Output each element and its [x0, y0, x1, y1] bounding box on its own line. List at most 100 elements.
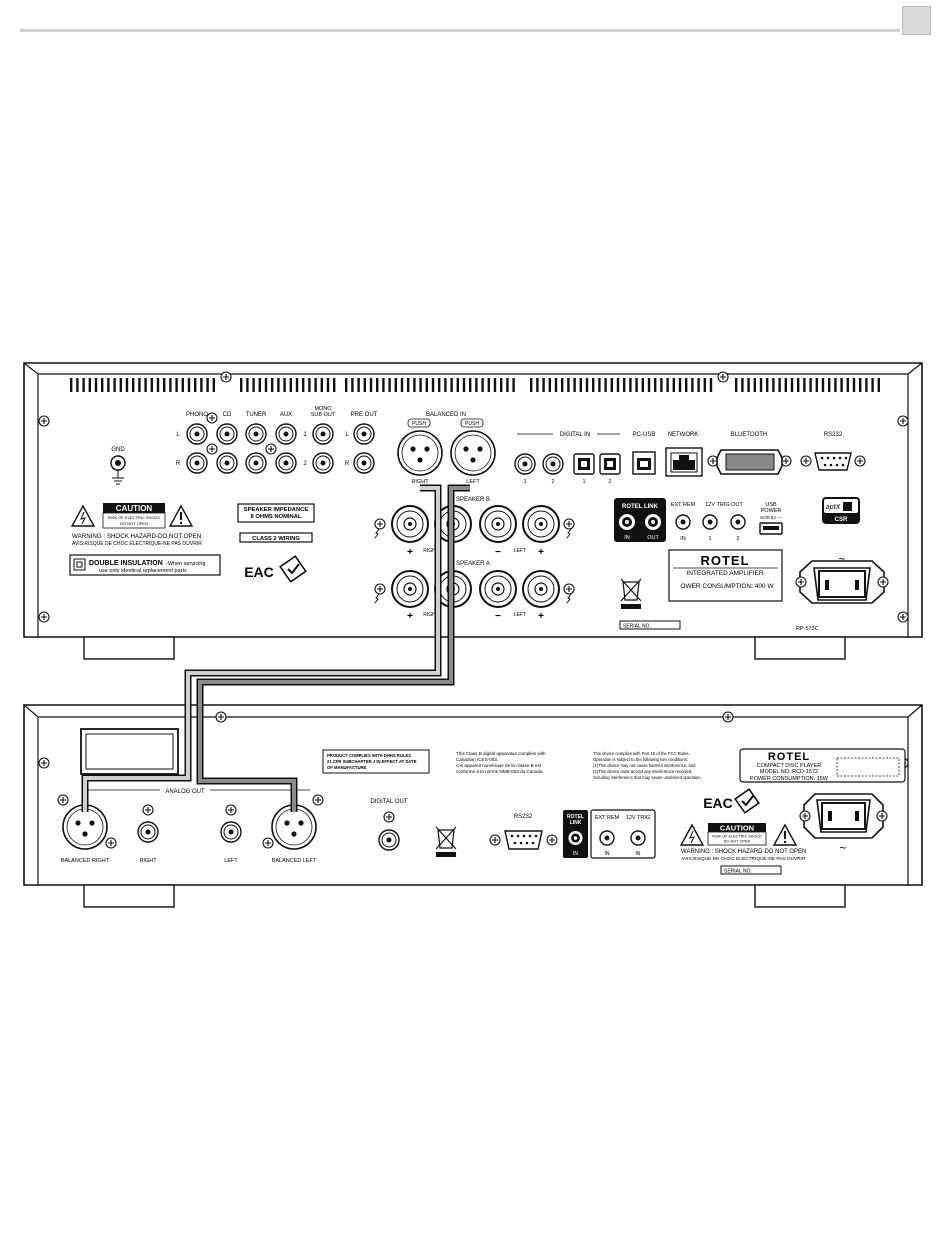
fcc-text: (1)This device may not cause harmful int… — [593, 763, 696, 768]
class2-box — [239, 532, 313, 543]
vent-slot — [382, 378, 385, 392]
vent-slot — [200, 378, 203, 392]
vent-slot — [326, 378, 330, 392]
ices-text: conforme à la norme NMB-003 du Canada. — [456, 769, 544, 774]
screw-icon — [142, 804, 154, 816]
label-r: R — [345, 461, 350, 467]
vent-slot — [809, 378, 812, 392]
vent-slot — [187, 378, 191, 392]
label-num: 2 — [551, 479, 554, 485]
label-pc-usb: PC-USB — [633, 432, 656, 438]
screw-icon — [38, 611, 50, 623]
vent-slot — [766, 378, 769, 392]
fcc-text: This device complies with Part 15 of the… — [593, 751, 690, 756]
rca-output-left — [220, 821, 242, 843]
label-l: L — [176, 432, 180, 438]
screw-icon — [383, 811, 395, 823]
screw-icon — [38, 415, 50, 427]
label-rs232: RS232 — [824, 432, 843, 438]
vent-slot — [877, 378, 880, 392]
impedance-line1: SPEAKER IMPEDANCE — [244, 507, 309, 513]
vent-slot — [181, 378, 184, 392]
screw-icon — [105, 837, 117, 849]
label-left: LEFT — [514, 612, 526, 618]
cd-model-blank — [836, 757, 900, 777]
label-power: POWER — [761, 508, 782, 514]
cd-serial-label: SERIAL NO. — [724, 869, 752, 875]
label-in: IN — [636, 851, 641, 857]
fcc-text: (2)This device must accept any interfere… — [593, 769, 692, 774]
vent-slot — [585, 378, 589, 392]
label-trig-out: 12V TRIG OUT — [705, 502, 743, 508]
vent-slot — [871, 378, 874, 392]
vent-slot — [138, 378, 141, 392]
vent-slot — [666, 378, 669, 392]
screw-icon — [215, 711, 227, 723]
screw-icon — [312, 794, 324, 806]
vent-slot — [169, 378, 172, 392]
label-num: 1 — [582, 479, 585, 485]
vent-slot — [703, 378, 706, 392]
vent-slot — [821, 378, 825, 392]
label-in: IN — [605, 851, 610, 857]
amp-brand: ROTEL — [700, 553, 749, 568]
svg-text:+: + — [407, 611, 413, 622]
vent-slot — [163, 378, 166, 392]
label-trig: 12V TRIG — [626, 815, 650, 821]
label-aux: AUX — [280, 412, 292, 418]
vent-slot — [70, 378, 73, 392]
trigger-jacks — [675, 514, 746, 530]
optical-input-1 — [573, 453, 595, 475]
vent-slot — [647, 378, 651, 392]
impedance-line2: 8 OHMS NOMINAL — [251, 514, 302, 520]
caution-label-bg — [103, 503, 165, 513]
vent-slot — [772, 378, 775, 392]
vent-slot — [623, 378, 626, 392]
caution-sub: RISK OF ELECTRIC SHOCK — [108, 515, 161, 520]
caution-title: CAUTION — [116, 504, 153, 513]
vent-slot — [333, 378, 336, 392]
vent-slot — [759, 378, 763, 392]
rs232-port-icon — [489, 830, 558, 850]
label-num: 2 — [608, 479, 611, 485]
vent-slot — [803, 378, 806, 392]
vent-slot — [506, 378, 509, 392]
vent-slot — [351, 378, 354, 392]
vent-slot — [369, 378, 373, 392]
screw-icon — [897, 415, 909, 427]
cd-trigger-panel — [590, 809, 656, 859]
vent-slot — [475, 378, 478, 392]
cd-power: POWER CONSUMPTION: 15W — [750, 776, 829, 782]
vent-slot — [815, 378, 818, 392]
cd-ac-power-inlet — [799, 793, 888, 839]
cd-model-no: MODEL NO.:RCD-1572 — [760, 769, 818, 775]
vent-slot — [246, 378, 249, 392]
vent-slot — [357, 378, 360, 392]
ac-symbol: ~ — [839, 841, 846, 855]
vent-slot — [388, 378, 391, 392]
vent-slot — [797, 378, 800, 392]
vent-slot — [865, 378, 868, 392]
label-usb-spec: 5V/0.5A --- — [760, 515, 782, 520]
amp-serial-box — [619, 620, 681, 630]
dhhs-box — [322, 749, 430, 774]
xlr-input-right: PUSH — [397, 418, 443, 476]
replacement-text: use only identical replacement parts — [99, 568, 187, 574]
label-l: L — [345, 432, 349, 438]
label-sub-2: 2 — [303, 461, 307, 467]
vent-slot — [76, 378, 79, 392]
label-sub-1: 1 — [303, 432, 307, 438]
header-rule — [20, 29, 900, 32]
label-tuner: TUNER — [246, 412, 267, 418]
vent-slot — [150, 378, 153, 392]
vent-slot — [697, 378, 700, 392]
vent-slot — [672, 378, 675, 392]
vent-slot — [573, 378, 576, 392]
amp-foot-right — [754, 636, 846, 660]
rcm-mark-icon — [279, 555, 307, 583]
vent-slot — [407, 378, 410, 392]
label-speaker-a: SPEAKER A — [456, 561, 490, 567]
vent-slot — [542, 378, 545, 392]
svg-text:aptX: aptX — [826, 504, 841, 511]
